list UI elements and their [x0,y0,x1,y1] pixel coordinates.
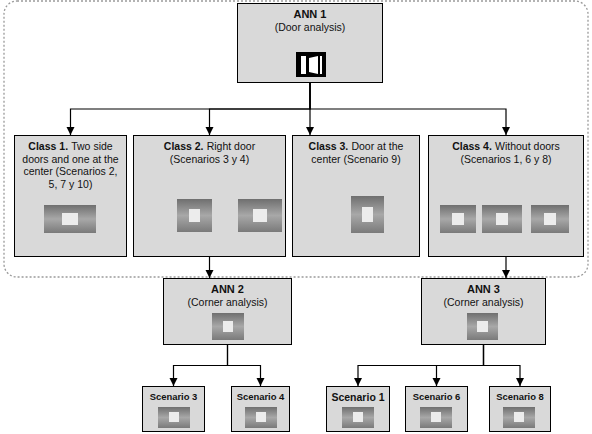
icon-door [301,56,306,74]
box-heading: Class 2. [164,140,204,152]
photo-detail [477,321,488,332]
corridor-photo [503,407,535,428]
tree-connector [228,345,261,386]
icon-ground [296,52,326,77]
tree-connector [209,257,210,278]
photo [351,196,384,233]
corridor-photo [342,407,374,428]
photo [482,205,522,233]
tree-connector [358,345,484,386]
tree-connector [505,257,506,278]
class-box: Class 4.Without doors (Scenarios 1, 6 y … [428,135,584,257]
photo [440,205,476,233]
box-heading: Scenario 1 [331,391,385,404]
corridor-photo [531,205,569,233]
icon-door [309,56,318,74]
photo-detail [169,412,179,422]
corridor-photo [245,407,277,428]
photo-detail [544,213,556,225]
class-box: Class 1.Two side doors and one at the ce… [14,135,127,257]
scenario-box: Scenario 3 [142,386,205,432]
corridor-photo [440,205,476,233]
corridor-photo [212,313,244,340]
photo-detail [452,213,464,225]
scenario-box: Scenario 4 [231,386,290,432]
tree-connector [310,83,506,135]
door-icon [296,52,326,77]
photo-detail [253,209,267,222]
photo-detail [223,321,233,332]
photo [177,199,212,232]
photo-detail [189,209,200,222]
corridor-photo [158,407,190,428]
corridor-photo [482,205,522,233]
corridor-photo [238,199,282,232]
tree-connector [174,345,228,386]
network-box: ANN 1(Door analysis) [237,3,383,83]
tree-connector [210,83,311,135]
photo [531,205,569,233]
corridor-photo [420,407,452,428]
box-heading: Scenario 4 [236,391,285,402]
photo [158,407,190,428]
box-heading: Class 3. [309,140,349,152]
box-heading: Class 1. [28,140,68,152]
tree-connector [437,345,484,386]
box-heading: ANN 1 [242,8,378,21]
photo [238,199,282,232]
photo-detail [353,412,363,422]
photo-detail [514,412,524,422]
box-body: (Corner analysis) [168,296,287,309]
dashed-group-border [4,1,588,277]
photo-detail [496,213,508,225]
photo [44,205,96,233]
box-heading: Class 4. [452,140,492,152]
box-body: (Door analysis) [242,21,378,34]
photo-detail [256,412,266,422]
icon-door [320,56,322,74]
photo [212,313,244,340]
photo-detail [62,213,78,225]
box-body: (Corner analysis) [426,296,541,309]
corridor-photo [177,199,212,232]
photo [503,407,535,428]
photo [245,407,277,428]
photo-detail [362,207,373,222]
class-box: Class 3.Door at the center (Scenario 9) [292,135,420,257]
corridor-photo [44,205,96,233]
tree-connector [484,345,521,386]
box-heading: Scenario 6 [410,391,463,402]
box-heading: ANN 3 [426,283,541,296]
photo [342,407,374,428]
tree-connector [71,83,311,135]
class-box: Class 2.Right door (Scenarios 3 y 4) [133,135,286,257]
corridor-photo [351,196,384,233]
box-heading: Scenario 8 [494,391,546,402]
box-heading: Scenario 3 [147,391,200,402]
box-heading: ANN 2 [168,283,287,296]
photo-detail [431,412,441,422]
corridor-photo [467,313,498,340]
scenario-box: Scenario 8 [489,386,551,432]
photo [420,407,452,428]
scenario-box: Scenario 1 [326,386,390,432]
photo [467,313,498,340]
network-box: ANN 2(Corner analysis) [163,278,292,345]
network-box: ANN 3(Corner analysis) [421,278,546,345]
scenario-box: Scenario 6 [405,386,468,432]
